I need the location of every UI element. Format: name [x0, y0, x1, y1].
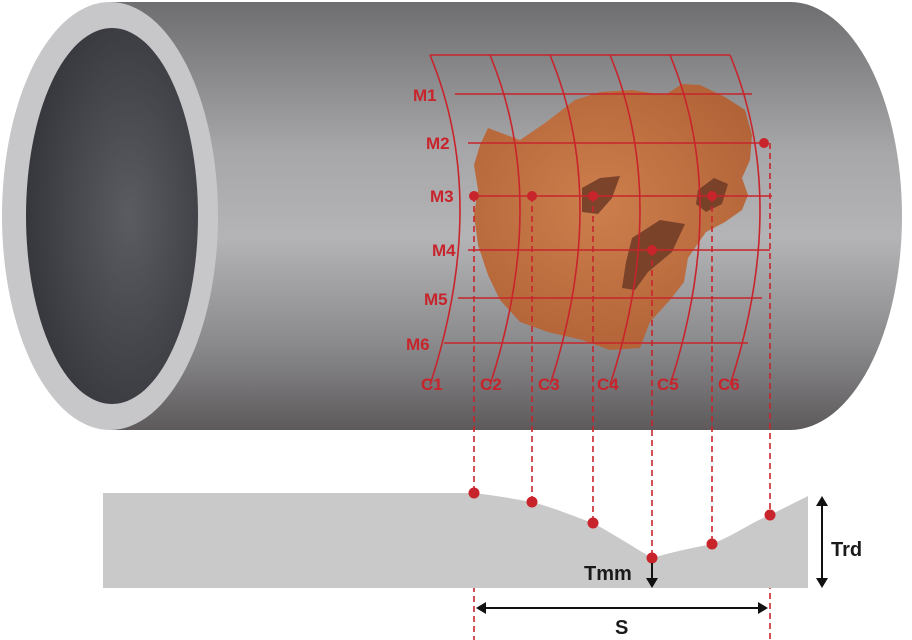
s-label: S [615, 617, 628, 639]
measurement-point [469, 191, 479, 201]
profile-point [646, 552, 658, 564]
column-label-c1: C1 [421, 375, 443, 394]
tmm-label: Tmm [584, 563, 632, 585]
row-label-m1: M1 [413, 86, 437, 105]
column-label-c6: C6 [718, 375, 740, 394]
measurement-grid [429, 54, 772, 386]
row-labels: M1 M2 M3 M4 M5 M6 [406, 86, 456, 354]
wall-profile-shape [103, 493, 808, 588]
profile-point [706, 538, 718, 550]
column-labels: C1 C2 C3 C4 C5 C6 [421, 375, 740, 394]
row-label-m6: M6 [406, 335, 430, 354]
measurement-point [527, 191, 537, 201]
corrosion-patch [474, 84, 752, 350]
trd-arrowhead-bottom [816, 578, 828, 588]
column-label-c2: C2 [480, 375, 502, 394]
profile-point [587, 517, 599, 529]
measurement-point [588, 191, 598, 201]
corrosion-pit-1 [582, 176, 620, 214]
column-label-c5: C5 [657, 375, 679, 394]
row-label-m5: M5 [424, 290, 448, 309]
measurement-point [759, 138, 769, 148]
measurement-point [707, 191, 717, 201]
profile-point [764, 509, 776, 521]
trd-arrowhead-top [816, 496, 828, 506]
pipe-bore [26, 28, 198, 404]
row-label-m4: M4 [432, 241, 456, 260]
pipe [2, 2, 902, 430]
column-label-c4: C4 [597, 375, 619, 394]
trd-label: Trd [831, 539, 862, 561]
grid-column-line [429, 54, 461, 386]
row-label-m3: M3 [430, 187, 454, 206]
corrosion-area [474, 84, 752, 350]
column-label-c3: C3 [538, 375, 560, 394]
dimensions [476, 496, 828, 614]
s-arrowhead-right [758, 602, 768, 614]
row-label-m2: M2 [426, 134, 450, 153]
measurement-point [647, 245, 657, 255]
s-arrowhead-left [476, 602, 486, 614]
tmm-arrowhead [646, 578, 658, 588]
wall-profile [103, 487, 808, 588]
profile-point [468, 487, 480, 499]
profile-point [526, 496, 538, 508]
grid-points [469, 138, 769, 255]
corrosion-pit-3 [622, 220, 685, 290]
